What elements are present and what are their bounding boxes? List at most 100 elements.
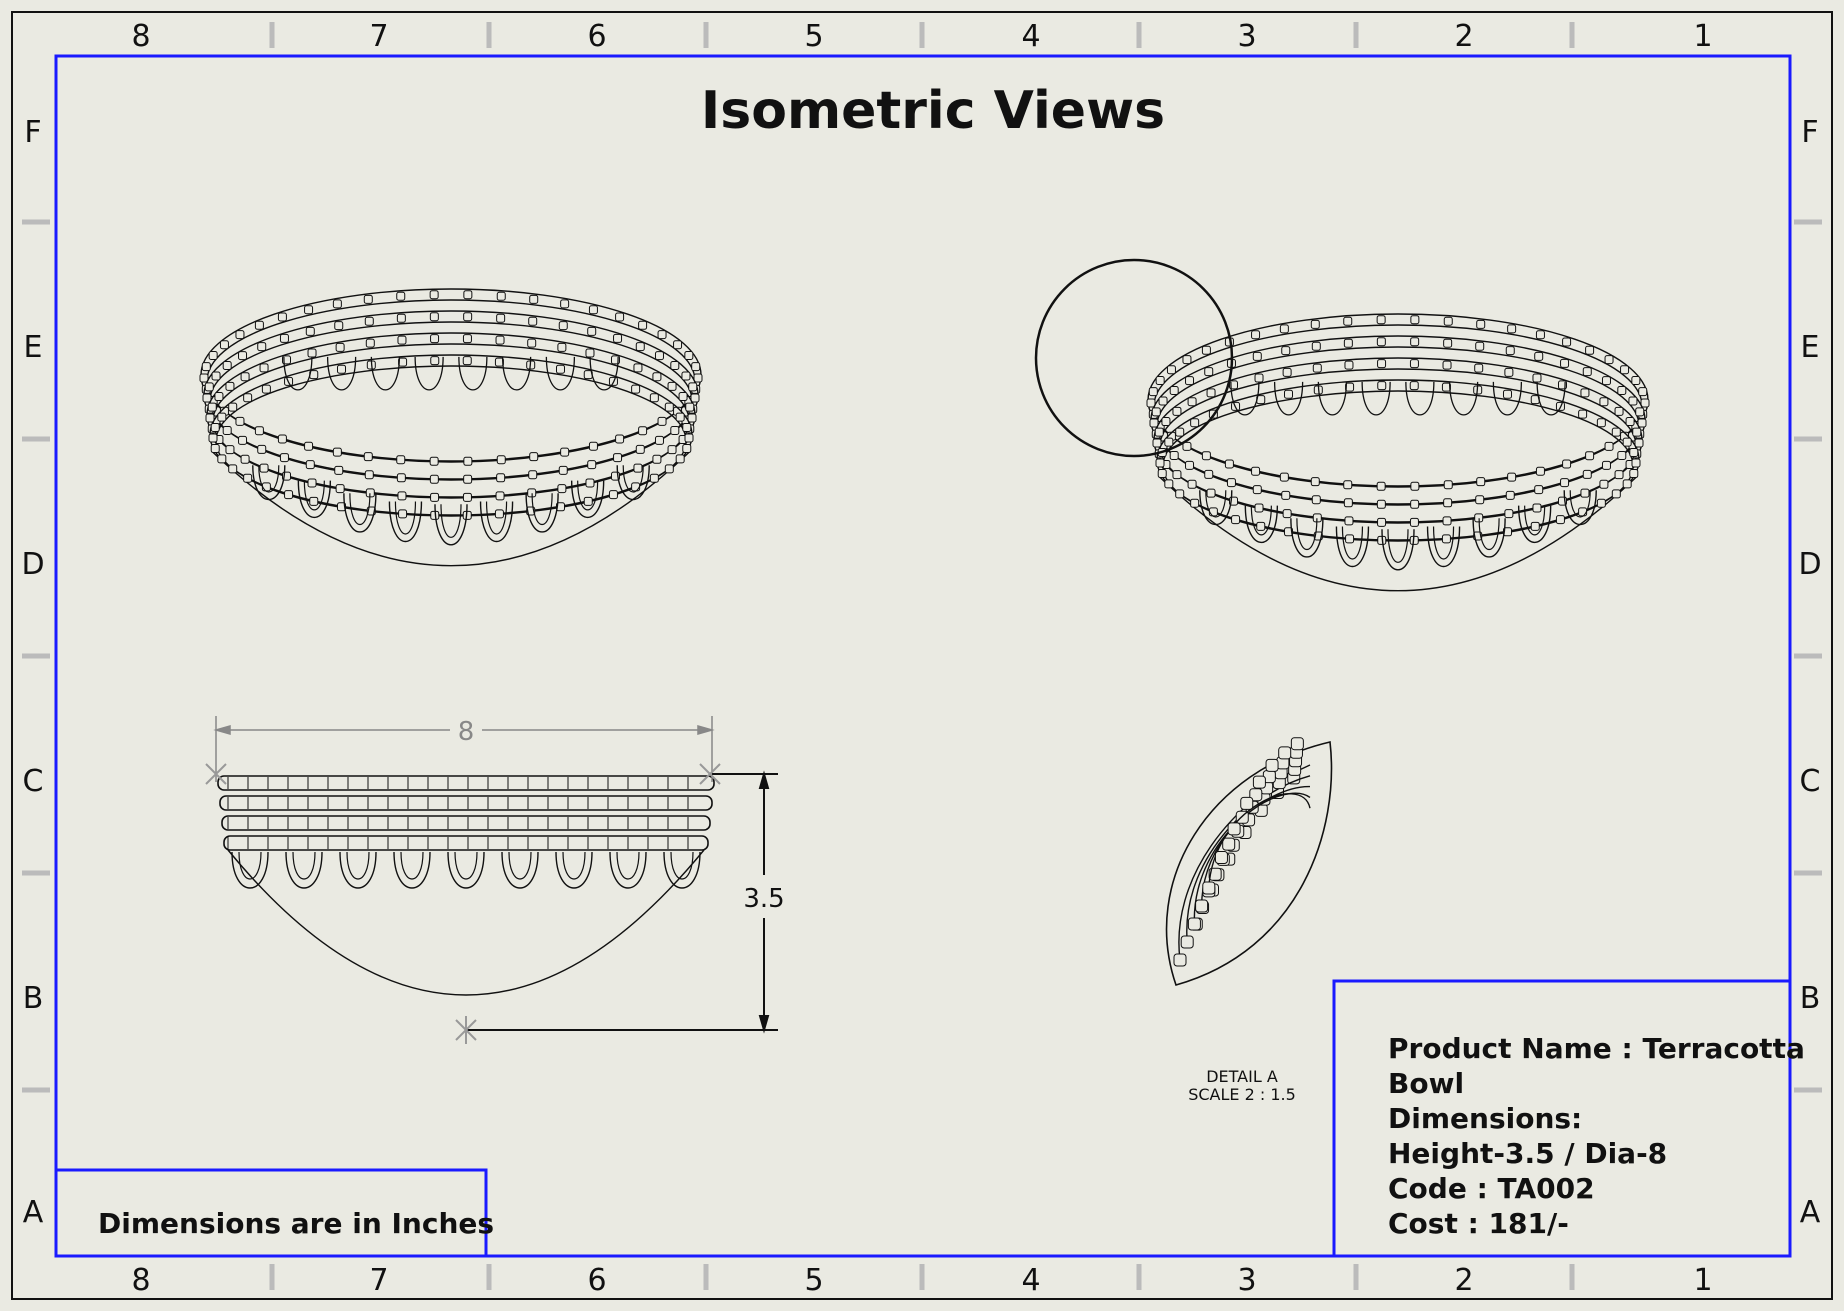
loop (343, 493, 377, 533)
dimension-height (466, 770, 778, 1034)
loop (616, 465, 650, 501)
loop-back (414, 356, 444, 391)
col-label: 7 (369, 1263, 388, 1298)
loop-back (1273, 381, 1304, 416)
rim-bead (261, 482, 271, 492)
rim-bead (1256, 521, 1266, 531)
rim-bead (305, 460, 315, 470)
rim-bead (207, 402, 217, 412)
loop (297, 480, 332, 519)
rim-bead (1182, 441, 1192, 451)
loop-back (1230, 381, 1260, 416)
rim-bead (494, 357, 504, 367)
rim-bead (1443, 480, 1453, 490)
rim-bead (365, 338, 375, 348)
rim-bead (631, 384, 641, 394)
rim-bead (1187, 479, 1197, 489)
loop (285, 851, 323, 889)
rim-bead (1505, 346, 1515, 356)
rim-bead (1166, 365, 1176, 375)
rim-bead (682, 444, 692, 454)
rim-bead (217, 454, 227, 464)
bowl-outline (227, 849, 705, 996)
col-label: 1 (1693, 19, 1712, 54)
loop (393, 851, 431, 889)
rim-bead (1629, 447, 1639, 457)
row-label: F (1801, 115, 1818, 150)
col-label: 5 (804, 19, 823, 54)
rim-bead (1190, 418, 1200, 428)
loop-inner (1569, 490, 1591, 518)
rim-bead (1631, 375, 1641, 385)
rim-bead (635, 342, 645, 352)
rim-bead (463, 312, 473, 322)
rim-bead (1204, 367, 1214, 377)
rim-bead (1631, 458, 1641, 468)
row-label: C (1800, 764, 1821, 799)
rim-bead (684, 433, 694, 443)
rim-bead (396, 313, 406, 323)
rim-bead (528, 470, 538, 480)
rim-bead (675, 454, 685, 464)
row-label: A (1800, 1195, 1821, 1230)
rim-bead (1635, 407, 1645, 417)
detail-bead (1202, 881, 1216, 895)
bowl-outline (212, 451, 690, 567)
rim-bead (1282, 509, 1292, 519)
rim-bead (613, 333, 623, 343)
isometric-view-bowl (199, 288, 703, 567)
rim-bead (1376, 481, 1386, 491)
rim-bead (528, 316, 538, 326)
rim-bead (397, 335, 407, 345)
loop-back (589, 356, 619, 391)
rim-bead (1634, 438, 1644, 448)
rim-bead (685, 402, 695, 412)
rim-bead (261, 384, 271, 394)
rim-bead (304, 305, 314, 315)
rim-bead (398, 509, 408, 519)
rim-bead (228, 464, 238, 474)
rim-bead (396, 473, 406, 483)
col-label: 4 (1021, 1263, 1040, 1298)
rim-bead (1410, 337, 1420, 347)
rim-bead (1252, 351, 1262, 361)
rim-bead (1532, 373, 1542, 383)
rim-bead (1596, 498, 1606, 508)
outer-frame (11, 11, 1833, 1300)
loop (388, 501, 423, 543)
rim-bead (1185, 376, 1195, 386)
loop (1381, 529, 1415, 571)
rim-bead (1443, 338, 1453, 348)
rim-bead (1560, 358, 1570, 368)
rim-bead (615, 312, 625, 322)
detail-bead (1240, 796, 1254, 810)
row-label: B (1800, 981, 1821, 1016)
rim-bead (1279, 324, 1289, 334)
dimensions-note: Dimensions are in Inches (98, 1207, 494, 1240)
col-label: 7 (369, 19, 388, 54)
rim-bead (588, 305, 598, 315)
rim-bead (235, 330, 245, 340)
detail-bead (1290, 737, 1304, 751)
band (223, 835, 709, 851)
rim-bead (240, 454, 250, 464)
rim-bead (1596, 418, 1606, 428)
rim-bead (1208, 507, 1218, 517)
rim-bead (259, 363, 269, 373)
rim-bead (1507, 472, 1517, 482)
rim-bead (693, 373, 703, 383)
rim-bead (214, 392, 224, 402)
rim-bead (657, 330, 667, 340)
col-label: 8 (131, 19, 150, 54)
title-block-product-name-cont: Bowl (1388, 1067, 1464, 1100)
loop (609, 851, 647, 889)
loop (570, 480, 605, 519)
rim-bead (279, 453, 289, 463)
rim-bead (1154, 427, 1164, 437)
col-label: 3 (1237, 1263, 1256, 1298)
rim-bead (225, 381, 235, 391)
rim-bead (1614, 470, 1624, 480)
loop-inner (292, 851, 316, 880)
title-block-product-name: Product Name : Terracotta (1388, 1032, 1805, 1065)
